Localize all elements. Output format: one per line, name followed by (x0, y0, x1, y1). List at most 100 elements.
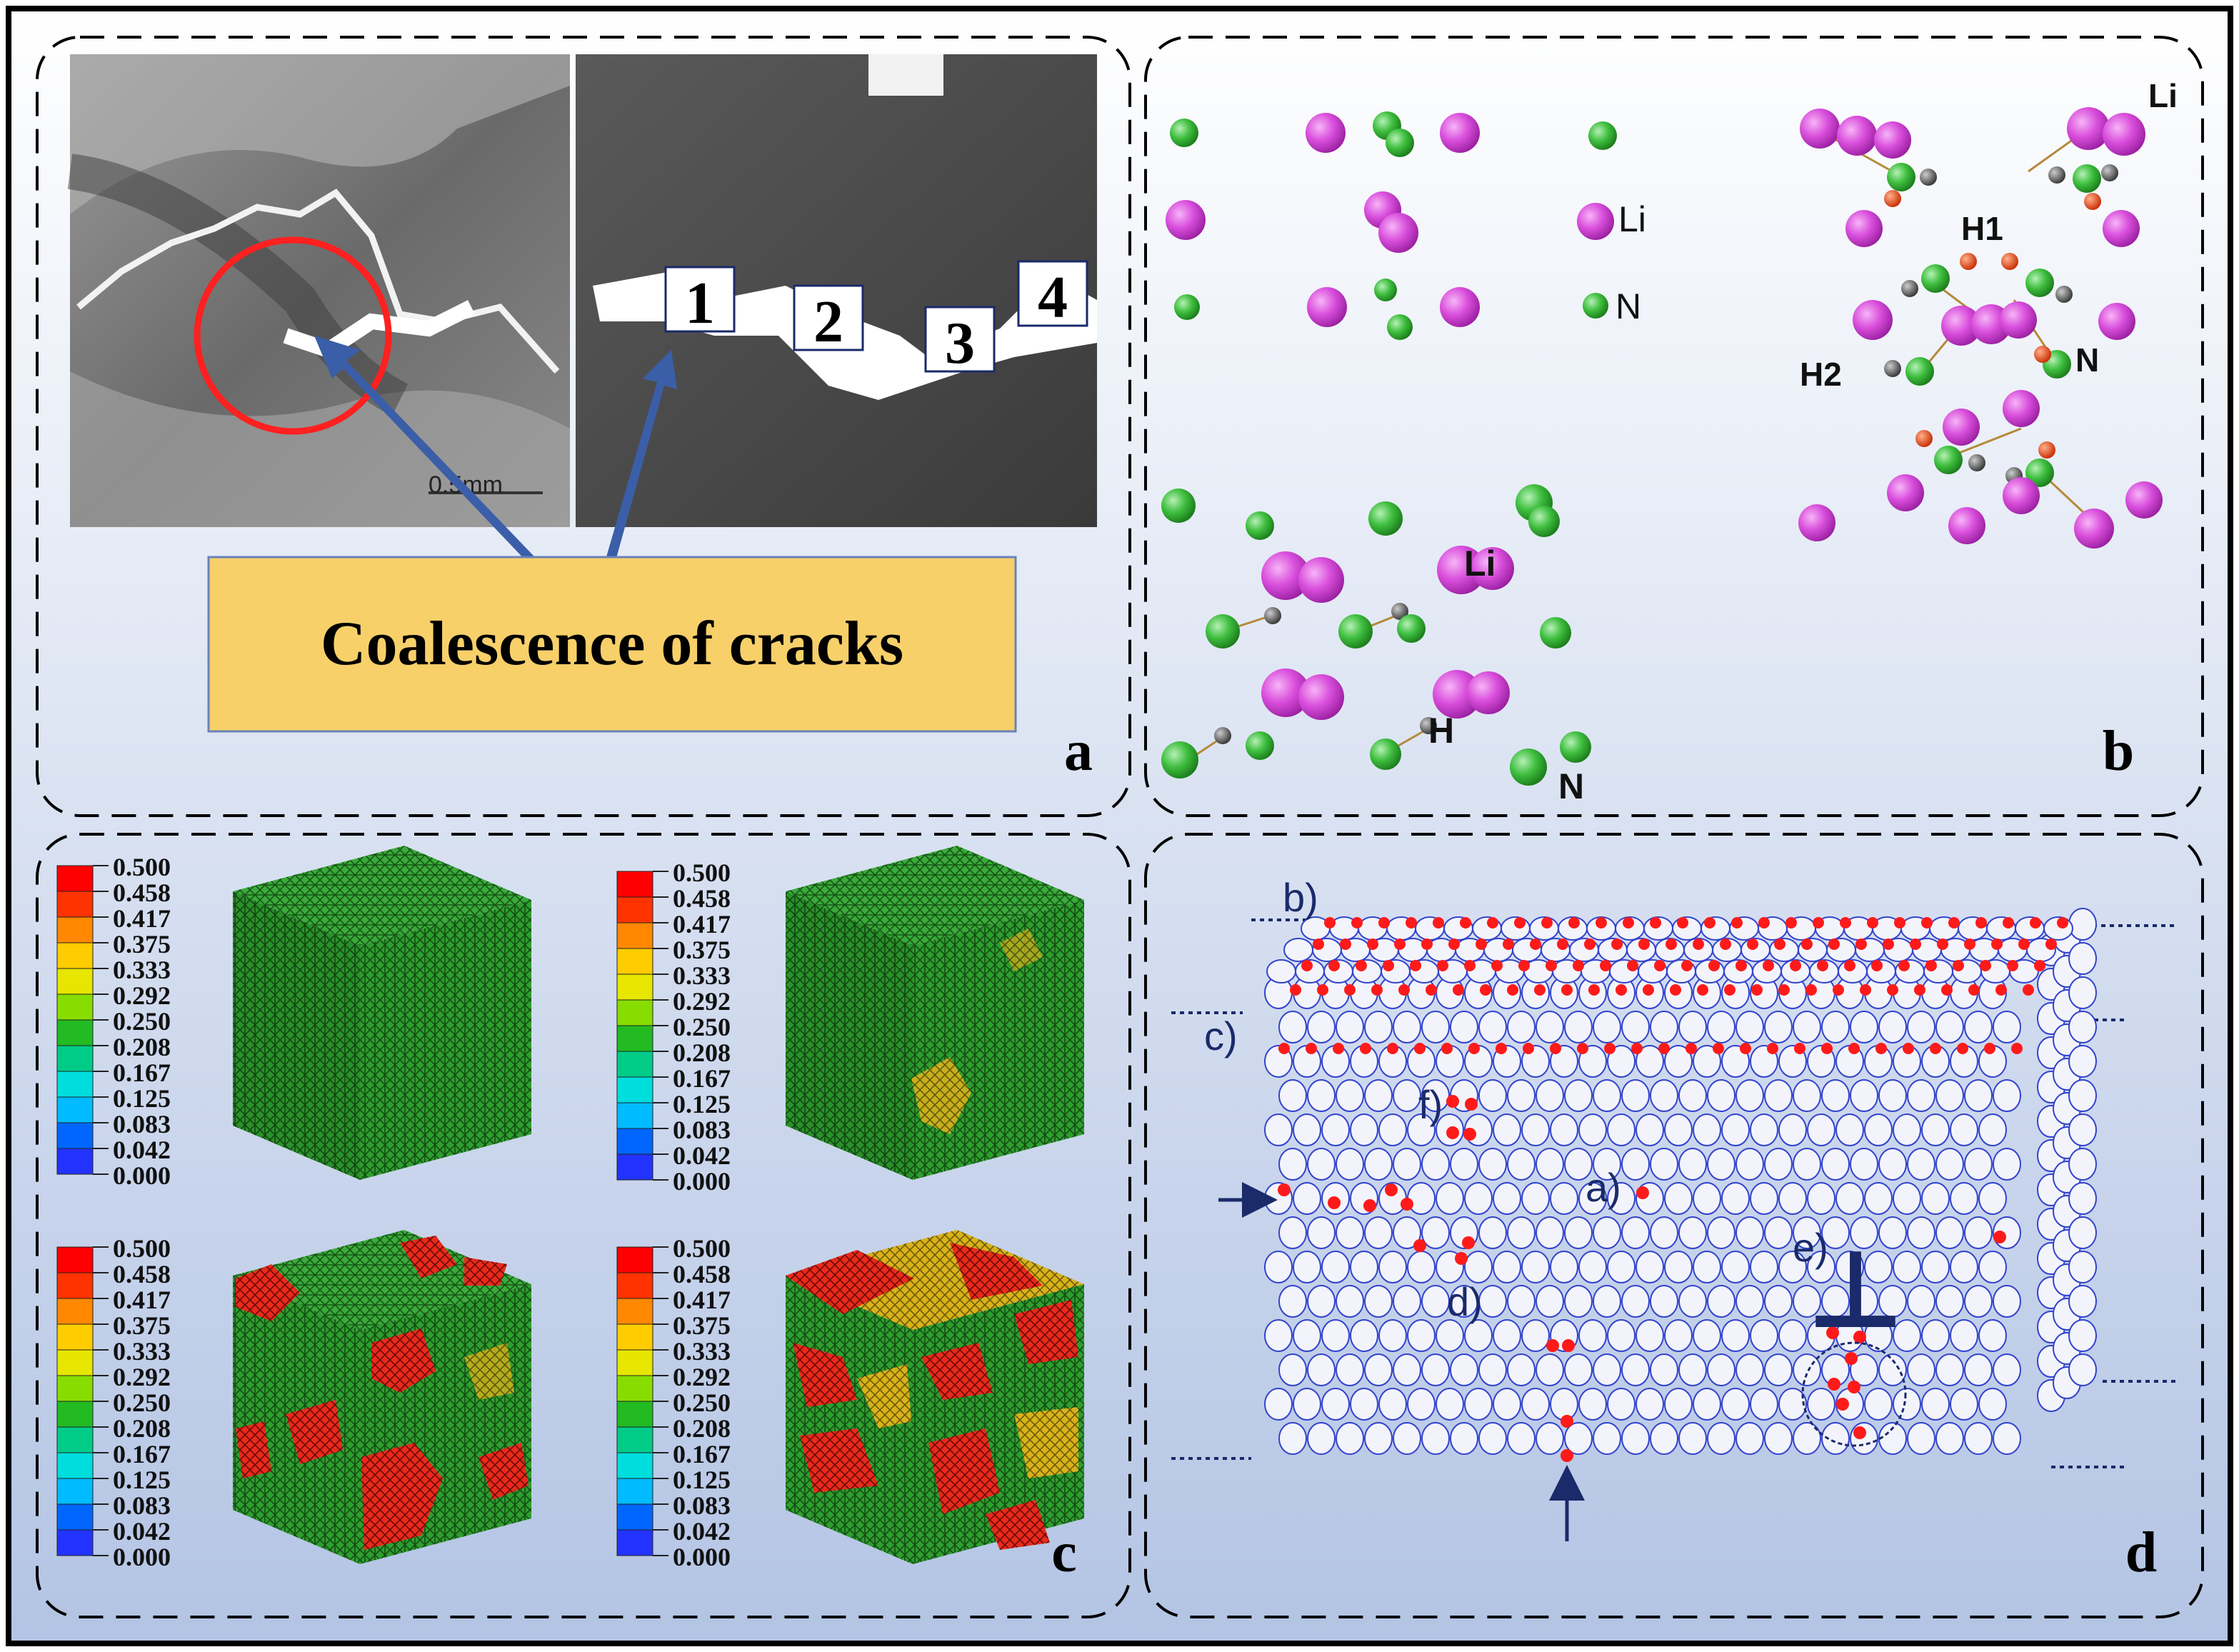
surface-defect-atom (1758, 917, 1770, 928)
lattice-atom (1993, 1011, 2021, 1043)
surface-defect-atom (1708, 960, 1720, 971)
lattice-atom (1664, 1388, 1693, 1421)
crack-number-2-text: 2 (813, 289, 843, 355)
surface-defect-atom (1643, 984, 1654, 996)
lattice-atom (1636, 1045, 1664, 1078)
legend-value: 0.125 (113, 1466, 171, 1494)
lattice-atom (1793, 1422, 1821, 1455)
surface-defect-atom (1828, 938, 1840, 950)
lattice-atom (1521, 1388, 1550, 1421)
lattice-atom (1693, 1113, 1721, 1146)
lattice-atom (1521, 1182, 1550, 1215)
surface-defect-atom (1387, 1043, 1398, 1054)
lattice-atom (1707, 1011, 1735, 1043)
lattice-atom (1607, 1045, 1636, 1078)
dislocation-loop (1801, 1341, 1907, 1447)
surface-defect-atom (1398, 984, 1410, 996)
lattice-atom (1764, 1353, 1793, 1386)
lattice-atom (1821, 1285, 1850, 1318)
lattice-atom (1493, 1319, 1521, 1352)
surface-defect-atom (1491, 960, 1503, 971)
surface-defect-atom (1821, 1043, 1833, 1054)
legend-value: 0.208 (113, 1414, 171, 1443)
lattice-atom (1835, 1113, 1864, 1146)
lattice-atom (2068, 1045, 2097, 1078)
lattice-atom (1821, 1216, 1850, 1249)
surface-defect-atom (1530, 938, 1541, 950)
surface-defect-atom (1371, 984, 1383, 996)
legend-value: 0.000 (673, 1543, 731, 1571)
legend-value: 0.292 (113, 981, 171, 1010)
lattice-atom (1778, 1251, 1807, 1283)
surface-defect-atom (2045, 938, 2057, 950)
lattice-atom (1650, 1353, 1678, 1386)
surface-defect-atom (1805, 984, 1817, 996)
label-li-bottom: Li (1464, 544, 1496, 584)
surface-defect-atom (1414, 1043, 1426, 1054)
legend-value: 0.500 (673, 858, 731, 887)
lattice-atom (1507, 1216, 1536, 1249)
lattice-atom (1707, 1216, 1735, 1249)
lattice-atom (1364, 1216, 1393, 1249)
legend-swatch (56, 1272, 94, 1299)
surface-defect-atom (1278, 1043, 1290, 1054)
surface-defect-atom (1975, 917, 1987, 928)
surface-defect-atom (1550, 1043, 1561, 1054)
lattice-atom (1664, 1113, 1693, 1146)
defect-label-f: f) (1418, 1082, 1443, 1127)
lattice-atom (1650, 1148, 1678, 1181)
panel-d-frame (1144, 833, 2204, 1618)
lattice-atom (1636, 1388, 1664, 1421)
legend-value: 0.125 (673, 1090, 731, 1118)
surface-defect-atom (1328, 960, 1340, 971)
lattice-atom (1278, 1148, 1307, 1181)
lattice-atom (1607, 1182, 1636, 1215)
surface-defect-atom (1871, 960, 1883, 971)
surface-defect-atom (2034, 960, 2045, 971)
lattice-atom (1421, 1285, 1450, 1318)
surface-defect-atom (1704, 917, 1715, 928)
lattice-atom (1436, 1182, 1464, 1215)
lattice-atom (1564, 1216, 1593, 1249)
legend-swatch (616, 1153, 653, 1181)
lattice-atom (1978, 1182, 2007, 1215)
legend-value: 0.375 (673, 1311, 731, 1340)
legend-value: 0.042 (113, 1136, 171, 1164)
lattice-atom (1436, 1388, 1464, 1421)
legend-swatch (56, 968, 94, 995)
legend-value: 0.458 (673, 884, 731, 913)
lattice-atom (1421, 1422, 1450, 1455)
lattice-atom (1993, 1422, 2021, 1455)
lattice-atom (1921, 1113, 1950, 1146)
lattice-atom (1764, 1079, 1793, 1112)
surface-defect-atom (1844, 960, 1855, 971)
lattice-atom (1778, 1113, 1807, 1146)
lattice-atom (1336, 1011, 1364, 1043)
surface-defect-atom (1763, 960, 1774, 971)
surface-defect-atom (1333, 1043, 1344, 1054)
lattice-atom (1507, 1422, 1536, 1455)
lattice-atom (1507, 1148, 1536, 1181)
surface-defect-atom (1685, 1043, 1697, 1054)
lattice-atom (1935, 1079, 1964, 1112)
legend-swatch (616, 1529, 653, 1556)
lattice-atom (1950, 1182, 1978, 1215)
lattice-atom (1350, 1113, 1378, 1146)
lattice-atom (1278, 1011, 1307, 1043)
surface-defect-atom (2011, 1043, 2023, 1054)
dislocation-symbol: ⊥ (1806, 1228, 1904, 1353)
legend-swatch (56, 1478, 94, 1505)
lattice-atom (1493, 1388, 1521, 1421)
lattice-atom (1893, 1182, 1921, 1215)
surface-defect-atom (1541, 917, 1553, 928)
surface-defect-atom (1720, 938, 1731, 950)
label-n-bottom: N (1558, 766, 1584, 806)
surface-defect-atom (1724, 984, 1735, 996)
panel-a: 0.5mm 1 2 3 4 Coalescence of cracks a (67, 54, 1097, 783)
lattice-atom (1921, 1251, 1950, 1283)
lattice-atom (1664, 1319, 1693, 1352)
label-li-top-right: Li (2148, 77, 2178, 114)
lattice-atom (1621, 1353, 1650, 1386)
lattice-atom (1850, 1285, 1878, 1318)
lattice-atom (1935, 1148, 1964, 1181)
